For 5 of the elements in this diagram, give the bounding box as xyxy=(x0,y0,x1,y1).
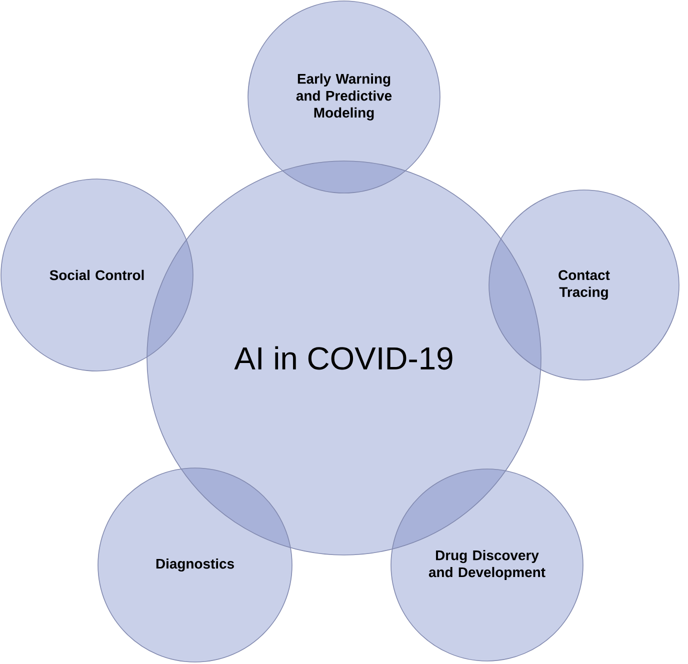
node-label: Contact Tracing xyxy=(558,270,610,300)
node-label: Diagnostics xyxy=(156,558,234,572)
node-label: Social Control xyxy=(50,270,144,280)
node-label: Early Warning and Predictive Modeling xyxy=(296,74,392,120)
node-label: and Development xyxy=(428,566,546,580)
